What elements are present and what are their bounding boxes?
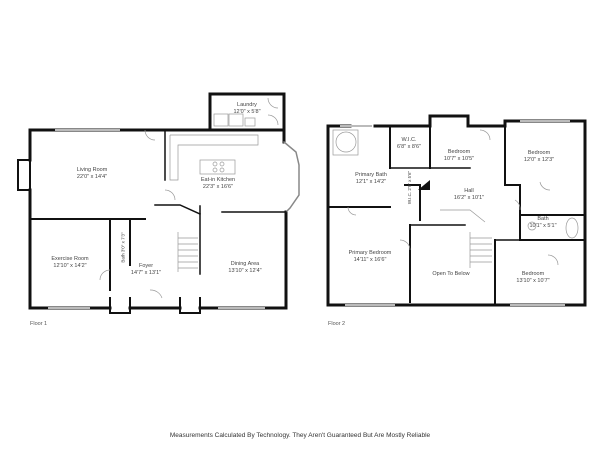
disclaimer-footer: Measurements Calculated By Technology. T…: [169, 432, 431, 439]
room-dims: 14'11" x 16'6": [353, 257, 387, 263]
room-dims: 22'3" x 16'6": [202, 184, 234, 190]
room-bedroom-2: Bedroom 10'7" x 10'5": [444, 149, 474, 163]
room-name: W.I.C.: [401, 137, 417, 143]
floor-2-walls: [326, 114, 587, 307]
room-bedroom-3: Bedroom 12'0" x 12'3": [524, 150, 554, 164]
room-primary-bath: Primary Bath 12'1" x 14'2": [355, 172, 387, 186]
room-name: Eat-in Kitchen: [200, 177, 236, 183]
room-name: Laundry: [237, 102, 257, 108]
floor-1-walls: [17, 92, 300, 314]
room-name: Bedroom: [521, 271, 545, 277]
room-hall: Hall 16'2" x 10'1": [454, 188, 484, 202]
room-name: W.I.C.: [407, 191, 413, 205]
room-eat-in-kitchen: Eat-in Kitchen 22'3" x 16'6": [201, 177, 235, 191]
room-name: Hall: [464, 188, 474, 194]
room-dims: 2'9" x 5'6": [407, 170, 413, 191]
room-open-to-below: Open To Below: [432, 271, 469, 278]
room-name: Bedroom: [527, 150, 551, 156]
room-name: Exercise Room: [51, 256, 89, 262]
room-name: Living Room: [76, 167, 108, 173]
room-name: Foyer: [138, 263, 154, 269]
room-name: Open To Below: [432, 271, 470, 277]
room-dims: 13'10" x 12'4": [228, 268, 262, 274]
room-dims: 3'0" x 7'3": [120, 232, 126, 253]
room-dims: 22'0" x 14'4": [76, 174, 108, 180]
room-foyer: Foyer 14'7" x 13'1": [131, 263, 161, 277]
room-dims: 12'10" x 14'2": [53, 263, 87, 269]
room-laundry: Laundry 12'0" x 5'8": [233, 102, 260, 116]
room-wic: W.I.C. 6'8" x 8'6": [397, 137, 421, 151]
room-exercise-room: Exercise Room 12'10" x 14'2": [51, 256, 88, 270]
room-dining-area: Dining Area 13'10" x 12'4": [228, 261, 261, 275]
room-dims: 6'8" x 8'6": [396, 144, 422, 150]
room-dims: 12'0" x 5'8": [233, 109, 261, 115]
room-dims: 13'10" x 10'7": [516, 278, 550, 284]
room-living-room: Living Room 22'0" x 14'4": [77, 167, 108, 181]
room-name: Bath: [537, 216, 549, 222]
room-bath-f2: Bath 10'1" x 5'1": [529, 216, 556, 230]
room-dims: 10'7" x 10'5": [443, 156, 475, 162]
room-bath-f1: Bath 3'0" x 7'3": [121, 232, 126, 262]
room-name: Primary Bedroom: [348, 250, 392, 256]
room-name: Bath: [120, 253, 126, 263]
room-name: Bedroom: [447, 149, 471, 155]
room-primary-bedroom: Primary Bedroom 14'11" x 16'6": [349, 250, 392, 264]
room-dims: 16'2" x 10'1": [453, 195, 485, 201]
room-name: Dining Area: [230, 261, 260, 267]
room-dims: 14'7" x 13'1": [130, 270, 162, 276]
floor-2-label: Floor 2: [328, 321, 346, 327]
room-name: Primary Bath: [355, 172, 387, 178]
floor-1-label: Floor 1: [30, 321, 48, 327]
room-wic-small: W.I.C. 2'9" x 5'6": [407, 171, 412, 204]
room-dims: 10'1" x 5'1": [529, 223, 557, 229]
room-dims: 12'0" x 12'3": [523, 157, 555, 163]
room-dims: 12'1" x 14'2": [355, 179, 387, 185]
room-bedroom-4: Bedroom 13'10" x 10'7": [516, 271, 549, 285]
